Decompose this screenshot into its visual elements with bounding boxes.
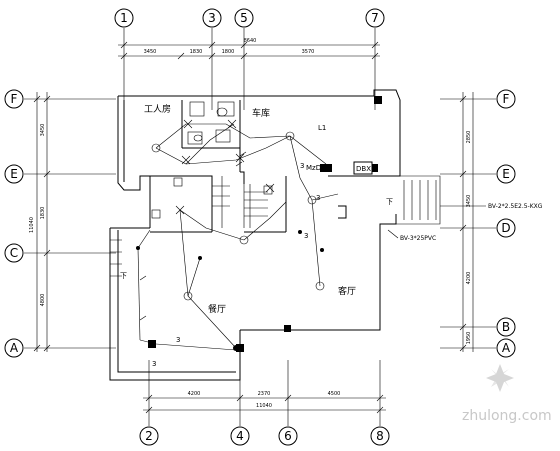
axis-label-right-D: D	[501, 221, 510, 235]
dim-top-seg-2: 1830	[190, 49, 203, 55]
dim-left-total: 11040	[29, 217, 35, 233]
dim-right-seg-2: 3450	[466, 195, 472, 208]
axis-bubble-bottom-8	[370, 426, 390, 446]
watermark-text: zhulong.com	[462, 408, 552, 424]
fixture-x-3	[181, 155, 191, 165]
wire-count-4: 3	[152, 360, 156, 368]
axis-label-top-5: 5	[240, 11, 248, 25]
axis-label-top-7: 7	[371, 11, 379, 25]
conduit-spec-label: BV-3*25PVC	[400, 235, 436, 242]
light-fixture-living	[315, 281, 325, 291]
axis-bubble-left-A	[4, 338, 24, 358]
dim-right-seg-3: 4200	[466, 272, 472, 285]
dim-bottom-seg-3: 4500	[328, 391, 341, 397]
axis-bubble-top-1	[114, 8, 134, 28]
axis-bubble-top-3	[202, 8, 222, 28]
dim-bottom-total: 11040	[256, 403, 272, 409]
axis-label-bottom-4: 4	[236, 429, 244, 443]
top-dimensions: 8640 3450 1830 1800 3570	[118, 38, 380, 60]
axis-label-bottom-2: 2	[145, 429, 153, 443]
fixture-x-2	[227, 119, 237, 129]
light-fixtures	[136, 119, 325, 351]
light-fixture-garage	[285, 131, 295, 141]
wiring	[137, 123, 339, 351]
dim-right-seg-1: 2850	[466, 131, 472, 144]
floor-below-label-right: 下	[386, 198, 393, 206]
axis-label-right-B: B	[502, 320, 510, 334]
room-label-workroom: 工人房	[144, 103, 171, 115]
dim-right-seg-4: 1950	[466, 332, 472, 345]
dim-left-seg-2: 1830	[40, 207, 46, 220]
distribution-panel-MzD1	[320, 164, 332, 172]
dim-top-seg-1: 3450	[144, 49, 157, 55]
building-walls	[109, 89, 441, 381]
axis-label-right-E: E	[502, 167, 510, 181]
light-fixture-dining	[183, 291, 193, 301]
fixture-x-4	[235, 153, 245, 163]
dim-left-seg-3: 4800	[40, 294, 46, 307]
axis-bubble-bottom-2	[139, 426, 159, 446]
meter-box-label: DBX	[356, 165, 371, 173]
wire-count-5: 3	[316, 194, 320, 202]
axis-bubble-right-E	[496, 164, 516, 184]
fixture-x-5	[175, 205, 185, 215]
light-fixture-stair	[239, 235, 249, 245]
floor-below-label-left: 下	[120, 272, 127, 280]
axis-bubble-left-F	[4, 89, 24, 109]
bottom-axis-markers: 2 4 6 8	[139, 360, 390, 446]
wire-count-3: 3	[176, 336, 180, 344]
circuit-label-L1: L1	[318, 124, 326, 132]
right-dimensions: 2850 3450 4200 1950	[459, 92, 474, 352]
dim-bottom-seg-2: 2370	[258, 391, 271, 397]
light-fixture-hall	[307, 195, 317, 205]
watermark-logo: zhulong.com	[462, 364, 552, 424]
wire-count-1: 3	[300, 162, 304, 170]
axis-bubble-left-C	[4, 243, 24, 263]
axis-bubble-right-D	[496, 218, 516, 238]
room-labels: 工人房 车库 餐厅 客厅	[144, 103, 356, 315]
axis-label-right-F: F	[503, 92, 510, 106]
dim-top-seg-4: 3570	[302, 49, 315, 55]
electrical-annotations: L1 MzD1 DBX BV-2*2.5E2.5-KXG BV-3*25PVC …	[120, 124, 543, 368]
dim-top-total: 8640	[244, 38, 257, 44]
dim-top-seg-3: 1800	[222, 49, 235, 55]
room-label-garage: 车库	[252, 107, 270, 119]
axis-label-bottom-8: 8	[376, 429, 384, 443]
axis-label-top-1: 1	[120, 11, 128, 25]
left-dimensions: 11040 3450 1830 4800	[29, 92, 51, 352]
left-axis-markers: F E C A	[4, 89, 116, 358]
axis-bubble-top-5	[234, 8, 254, 28]
axis-bubble-left-E	[4, 164, 24, 184]
axis-label-bottom-6: 6	[284, 429, 292, 443]
axis-bubble-right-A	[496, 338, 516, 358]
axis-label-left-E: E	[10, 167, 18, 181]
axis-bubble-bottom-4	[230, 426, 250, 446]
axis-label-right-A: A	[502, 341, 511, 355]
right-axis-markers: F E D B A	[440, 89, 516, 358]
bottom-dimensions: 4200 2370 4500 11040	[143, 391, 386, 414]
top-axis-markers: 1 3 5 7	[114, 8, 385, 110]
axis-bubble-right-F	[496, 89, 516, 109]
dim-left-seg-1: 3450	[40, 124, 46, 137]
axis-bubble-bottom-6	[278, 426, 298, 446]
room-label-dining: 餐厅	[208, 303, 226, 315]
axis-bubble-top-7	[365, 8, 385, 28]
axis-label-left-C: C	[10, 246, 18, 260]
axis-bubble-right-B	[496, 317, 516, 337]
cable-spec-label: BV-2*2.5E2.5-KXG	[488, 203, 543, 210]
axis-label-left-A: A	[10, 341, 19, 355]
fixture-x-1	[183, 119, 193, 129]
room-label-living: 客厅	[338, 285, 356, 297]
dim-bottom-seg-1: 4200	[188, 391, 201, 397]
panel-label-MzD1: MzD1	[306, 164, 326, 172]
wire-count-2: 3	[304, 232, 308, 240]
light-fixture-workroom	[151, 143, 161, 153]
axis-label-top-3: 3	[208, 11, 216, 25]
fixture-x-6	[265, 183, 275, 193]
axis-label-left-F: F	[11, 92, 18, 106]
wall-columns	[148, 96, 382, 352]
